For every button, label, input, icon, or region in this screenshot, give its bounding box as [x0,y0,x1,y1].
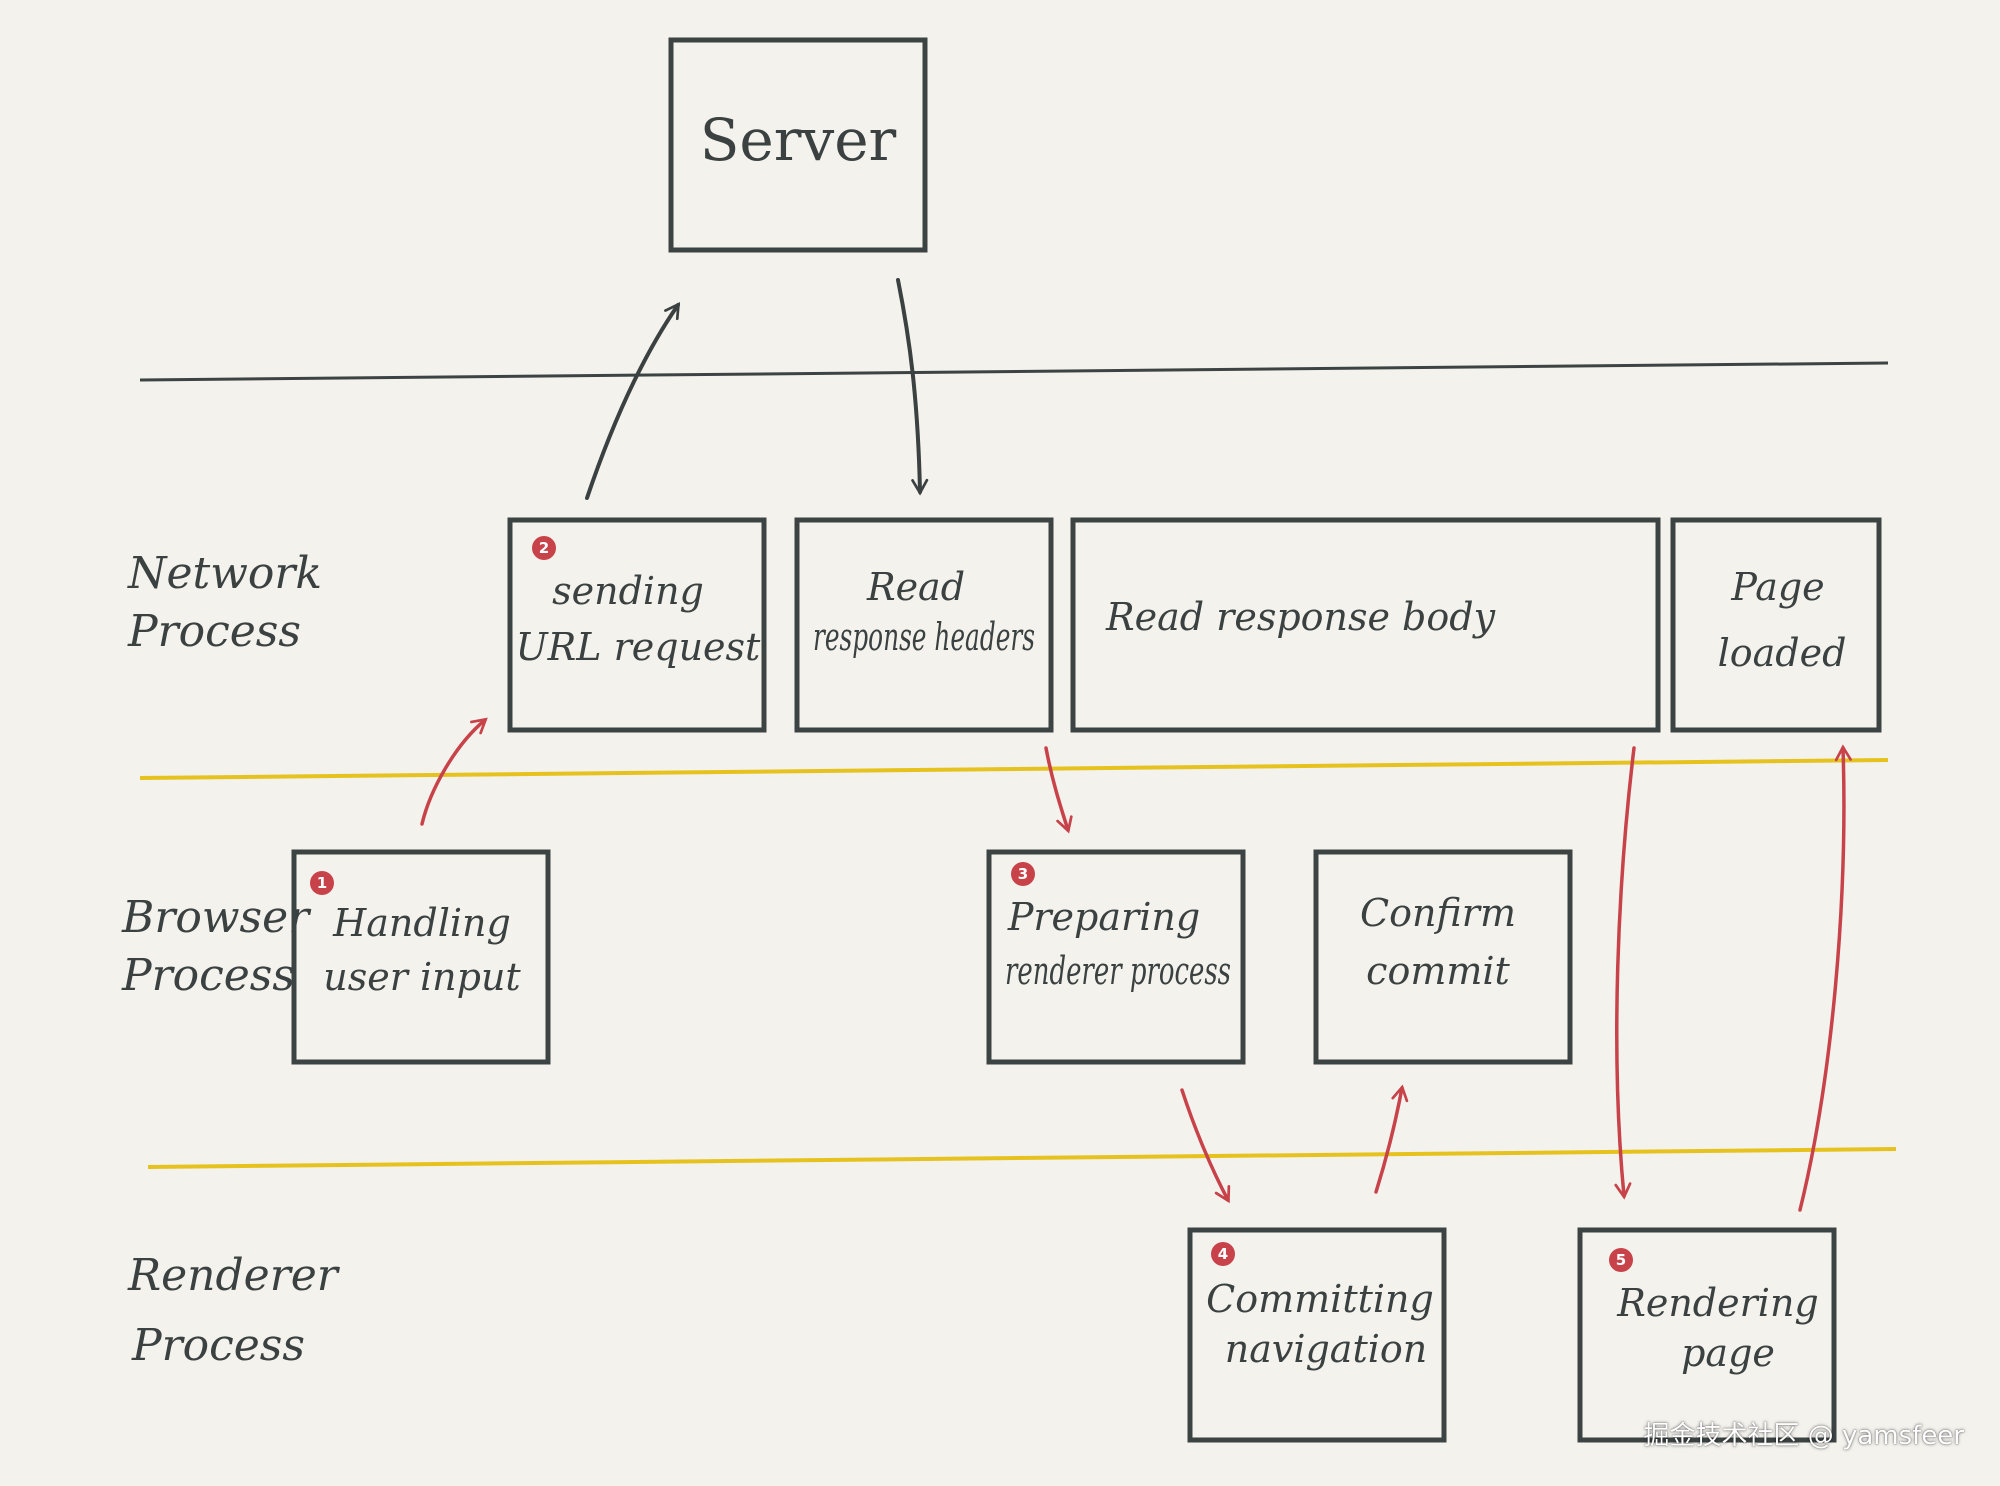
arrow-rendering-to-loaded [1798,744,1852,1212]
lane-renderer-line2: Process [131,1320,305,1371]
step-label-line1: sending [552,569,704,613]
step-rendering-page: 5 Rendering page [1577,1227,1837,1443]
step-badge [532,536,556,560]
step-label-line2: navigation [1225,1327,1428,1371]
server-network-separator [139,361,1889,382]
lane-label-network: Network Process [127,548,322,657]
arrow-preparing-to-committing [1180,1088,1231,1204]
step-label-line1: Preparing [1007,895,1200,939]
step-label-line2: response headers [813,615,1035,659]
step-label-line1: Rendering [1616,1281,1819,1325]
browser-renderer-separator [147,1147,1897,1169]
server-box: Server [668,37,928,253]
arrow-body-to-rendering [1614,746,1636,1200]
step-label-line1: Page [1730,565,1824,609]
step-label-line2: URL request [516,625,761,669]
step-label-line2: loaded [1718,631,1847,675]
step-label-line2: page [1681,1331,1775,1375]
step-badge [1011,862,1035,886]
step-label-line1: Committing [1206,1277,1434,1321]
step-label-line2: user input [323,955,521,999]
step-badge-number: 4 [1218,1245,1228,1263]
step-label-line2: renderer process [1005,949,1231,993]
step-confirm-commit: Confirm commit [1313,849,1573,1065]
lane-renderer-line1: Renderer [127,1250,341,1301]
server-label: Server [700,106,897,174]
step-badge [1211,1242,1235,1266]
step-sending-url-request: 2 sending URL request [507,517,767,733]
step-badge-number: 5 [1616,1251,1626,1269]
lane-label-renderer: Renderer Process [127,1250,341,1371]
step-handling-user-input: 1 Handling user input [291,849,551,1065]
arrow-headers-to-preparing [1044,746,1073,834]
step-label-line2: commit [1366,949,1510,993]
arrow-committing-to-confirm [1374,1084,1409,1194]
step-page-loaded: Page loaded [1670,517,1882,733]
step-read-response-headers: Read response headers [794,517,1054,733]
step-label-line1: Read [866,565,965,609]
step-badge-number: 3 [1018,865,1028,883]
step-read-response-body: Read response body [1070,517,1661,733]
arrow-input-to-request [420,717,488,826]
network-browser-separator [139,758,1889,780]
lane-browser-line1: Browser [121,892,312,943]
step-badge-number: 2 [539,539,549,557]
lane-browser-line2: Process [121,950,295,1001]
lane-label-browser: Browser Process [121,892,312,1001]
lane-network-line2: Process [127,606,301,657]
step-badge [1609,1248,1633,1272]
lane-network-line1: Network [127,548,322,599]
step-label-line1: Read response body [1105,595,1496,639]
arrow-request-to-server [585,302,681,500]
step-committing-navigation: 4 Committing navigation [1187,1227,1447,1443]
watermark: 掘金技术社区 @ yamsfeer [1643,1421,1964,1451]
step-badge [310,871,334,895]
step-badge-number: 1 [317,874,327,892]
step-label-line1: Handling [332,901,511,945]
arrow-server-response [896,278,929,496]
step-label-line1: Confirm [1360,891,1516,935]
step-preparing-renderer-process: 3 Preparing renderer process [986,849,1246,1065]
